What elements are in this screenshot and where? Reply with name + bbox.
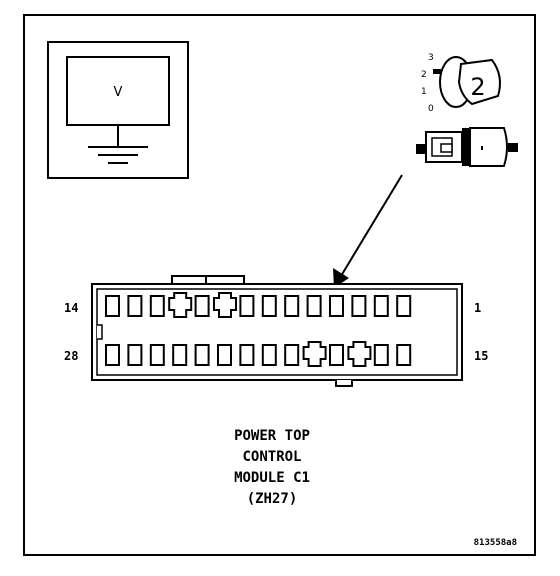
pin-cavity (239, 295, 255, 317)
pin-cavity (105, 295, 120, 317)
pin-cavity (127, 295, 143, 317)
pin-cavity (284, 295, 300, 317)
pin-cavity (149, 295, 165, 317)
pin-label-15: 15 (474, 349, 488, 363)
pin-label-1: 1 (474, 301, 481, 315)
caption-line-4: (ZH27) (247, 491, 298, 507)
pin-cavity (351, 295, 367, 317)
pin-cavity (217, 344, 232, 366)
pin-cavity (329, 295, 344, 317)
ignition-position-3: 3 (428, 53, 434, 63)
voltmeter-icon: V (47, 41, 189, 179)
connector-caption: POWER TOP CONTROL MODULE C1 (ZH27) (234, 428, 310, 507)
pin-cavity (239, 344, 255, 366)
ignition-key-number: 2 (470, 73, 485, 101)
keyed-cavity (213, 292, 237, 318)
keyed-cavity (302, 341, 327, 367)
ignition-position-0: 0 (428, 104, 434, 114)
figure-id: 813558a8 (474, 538, 517, 548)
keyed-cavity (347, 341, 372, 367)
pin-cavity (306, 295, 322, 317)
ignition-position-1: 1 (421, 87, 427, 97)
caption-line-1: POWER TOP (234, 428, 310, 444)
connector-cavities (105, 292, 412, 367)
pin-cavity (396, 295, 412, 317)
caption-line-3: MODULE C1 (234, 470, 310, 486)
pin-cavity (373, 344, 389, 366)
pin-cavity (261, 295, 277, 317)
caption-line-2: CONTROL (242, 449, 301, 465)
connector-c1 (91, 275, 463, 387)
ignition-switch-icon: 3 2 1 0 2 (421, 53, 501, 114)
probe-tool-icon (416, 127, 518, 167)
pin-cavity (172, 344, 188, 366)
pin-cavity (261, 344, 277, 366)
ignition-position-2: 2 (421, 70, 427, 80)
pin-cavity (194, 344, 210, 366)
pin-label-14: 14 (64, 301, 78, 315)
pin-cavity (149, 344, 165, 366)
pin-label-28: 28 (64, 349, 78, 363)
pin-cavity (396, 344, 412, 366)
keyed-cavity (168, 292, 193, 318)
pin-cavity (194, 295, 210, 317)
pin-cavity (127, 344, 143, 366)
pin-cavity (373, 295, 389, 317)
pin-cavity (329, 344, 344, 366)
pin-cavity (105, 344, 120, 366)
pin-cavity (284, 344, 300, 366)
meter-readout: V (114, 85, 123, 100)
